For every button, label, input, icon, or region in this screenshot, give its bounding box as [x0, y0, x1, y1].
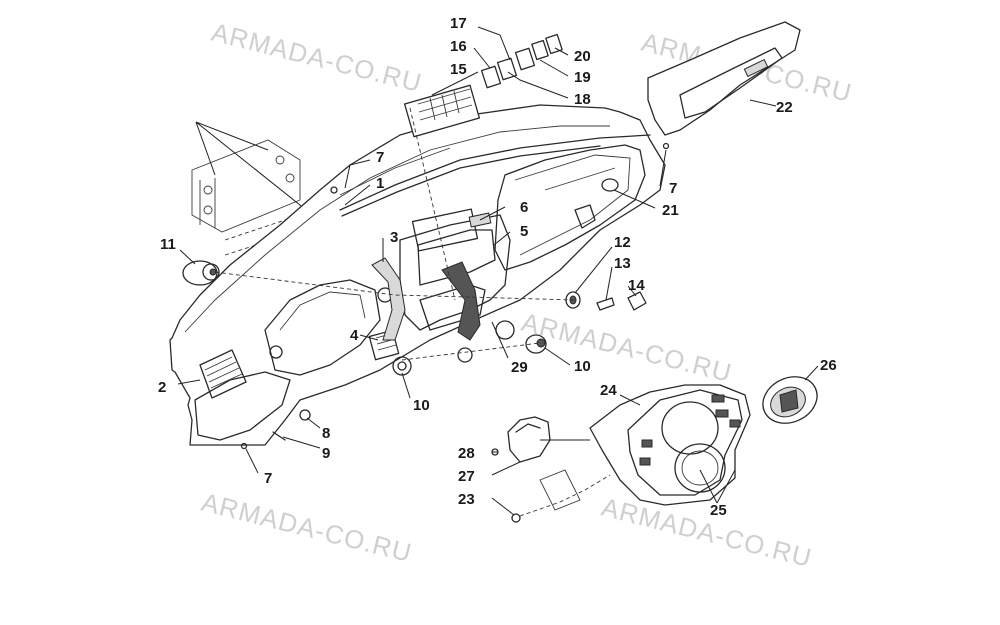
callout-23: 23 — [458, 491, 475, 508]
callout-17: 17 — [450, 15, 467, 32]
callout-3: 3 — [390, 229, 398, 246]
gauge-26 — [762, 376, 818, 424]
callout-10-right: 10 — [574, 358, 591, 375]
switch-bank — [403, 84, 481, 138]
callout-28: 28 — [458, 445, 475, 462]
trim-plate — [647, 21, 801, 136]
parts-12-14 — [565, 291, 647, 311]
rocker-switches — [480, 33, 563, 89]
callout-14: 14 — [628, 277, 645, 294]
callout-21: 21 — [662, 202, 679, 219]
callout-9: 9 — [322, 445, 330, 462]
watermark-bottom-right: ARMADA-CO.RU — [599, 492, 816, 573]
callout-10-left: 10 — [413, 397, 430, 414]
callout-4: 4 — [350, 327, 359, 344]
top-trim — [330, 134, 651, 217]
callout-20: 20 — [574, 48, 591, 65]
callout-19: 19 — [574, 69, 591, 86]
instrument-cluster — [589, 384, 751, 506]
callout-18: 18 — [574, 91, 591, 108]
knob-21 — [574, 178, 619, 229]
callout-27: 27 — [458, 468, 475, 485]
callout-29: 29 — [511, 359, 528, 376]
callout-5: 5 — [520, 223, 528, 240]
callout-11: 11 — [160, 236, 176, 253]
screw-23 — [511, 469, 611, 523]
ignition-11 — [182, 260, 220, 286]
fasteners — [240, 142, 670, 450]
leader-lines — [177, 26, 819, 516]
assembly-lines — [214, 107, 576, 361]
callout-6: 6 — [520, 199, 528, 216]
callout-7-bottom: 7 — [264, 470, 272, 487]
callout-24: 24 — [600, 382, 617, 399]
dashboard-panel — [169, 104, 666, 446]
lever — [371, 257, 481, 341]
callout-16: 16 — [450, 38, 467, 55]
callout-2: 2 — [158, 379, 166, 396]
callout-7-right: 7 — [669, 180, 677, 197]
callout-13: 13 — [614, 255, 631, 272]
callout-26: 26 — [820, 357, 837, 374]
callout-7-top: 7 — [376, 149, 384, 166]
watermark-bottom-left: ARMADA-CO.RU — [199, 487, 416, 568]
callout-8: 8 — [322, 425, 330, 442]
watermark-top-left: ARMADA-CO.RU — [209, 17, 426, 98]
callout-25: 25 — [710, 502, 727, 519]
watermark-center: ARMADA-CO.RU — [519, 307, 736, 388]
callout-12: 12 — [614, 234, 631, 251]
callout-15: 15 — [450, 61, 467, 78]
callout-22: 22 — [776, 99, 793, 116]
socket-10 — [525, 334, 547, 354]
callout-1: 1 — [376, 175, 384, 192]
callouts: 7 1 3 4 5 6 2 8 9 7 10 10 29 11 12 13 14… — [158, 15, 837, 519]
